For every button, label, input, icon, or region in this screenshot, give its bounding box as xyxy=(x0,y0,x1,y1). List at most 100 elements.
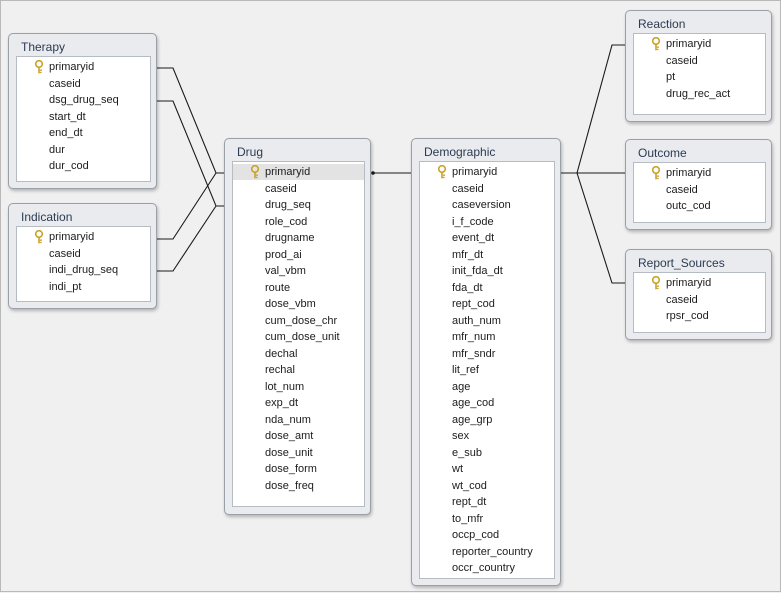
primary-key-icon xyxy=(651,36,661,51)
field-row[interactable]: drug_seq xyxy=(265,199,311,211)
field-label: primaryid xyxy=(265,166,311,178)
field-row[interactable]: rept_cod xyxy=(452,298,495,310)
primary-key-icon xyxy=(651,165,661,180)
field-row[interactable]: mfr_sndr xyxy=(452,347,496,360)
primary-key-icon xyxy=(250,164,260,179)
primary-key-icon xyxy=(651,275,661,290)
field-row[interactable]: rept_dt xyxy=(452,496,487,508)
field-row[interactable]: caseid xyxy=(452,182,484,195)
relationship-line xyxy=(557,44,633,174)
primary-key-field[interactable]: primaryid xyxy=(634,36,765,52)
field-row[interactable]: nda_num xyxy=(265,413,311,426)
field-list: primaryid caseid pt drug_rec_act xyxy=(633,33,766,115)
field-row[interactable]: lot_num xyxy=(265,380,305,393)
table-title: Reaction xyxy=(638,17,686,31)
field-row[interactable]: dechal xyxy=(265,347,298,360)
field-row[interactable]: prod_ai xyxy=(265,248,302,261)
field-row[interactable]: caseid xyxy=(666,293,698,306)
table-outcome[interactable]: Outcome primaryid caseid outc_cod xyxy=(625,139,772,230)
field-row[interactable]: sex xyxy=(452,430,470,442)
table-title: Report_Sources xyxy=(638,256,725,270)
field-row[interactable]: outc_cod xyxy=(666,200,711,212)
field-row[interactable]: age_grp xyxy=(452,413,493,426)
field-row[interactable]: dur xyxy=(49,143,65,156)
table-demographic[interactable]: Demographic primaryid caseid caseversion i_… xyxy=(411,138,561,586)
field-row[interactable]: e_sub xyxy=(452,446,482,459)
primary-key-field[interactable]: primaryid xyxy=(17,59,150,75)
field-row[interactable]: dose_vbm xyxy=(265,298,316,310)
table-reaction[interactable]: Reaction primaryid caseid pt drug_rec_act xyxy=(625,10,772,122)
field-row[interactable]: event_dt xyxy=(452,232,495,244)
field-row[interactable]: lit_ref xyxy=(452,364,479,376)
field-label: primaryid xyxy=(49,61,95,73)
relationship-line xyxy=(151,172,233,240)
field-row[interactable]: dose_freq xyxy=(265,479,314,492)
field-row[interactable]: caseid xyxy=(265,182,297,195)
field-row[interactable]: dsg_drug_seq xyxy=(49,94,119,106)
field-row[interactable]: occr_country xyxy=(452,562,515,574)
field-list: primaryid caseid caseversion i_f_code event_… xyxy=(419,161,555,579)
field-list: primaryid caseid dsg_drug_seq start_dt end_d… xyxy=(16,56,151,182)
field-row[interactable]: wt_cod xyxy=(452,479,487,492)
field-row[interactable]: pt xyxy=(666,71,676,83)
field-row[interactable]: start_dt xyxy=(49,110,86,123)
relationship-line xyxy=(151,100,233,207)
field-row[interactable]: init_fda_dt xyxy=(452,265,503,277)
field-row[interactable]: cum_dose_unit xyxy=(265,331,340,343)
primary-key-field[interactable]: primaryid xyxy=(17,229,150,245)
field-row[interactable]: occp_cod xyxy=(452,529,500,541)
field-row[interactable]: mfr_dt xyxy=(452,248,484,261)
primary-key-icon xyxy=(34,229,44,244)
field-row[interactable]: to_mfr xyxy=(452,512,484,525)
field-row[interactable]: drug_rec_act xyxy=(666,87,731,100)
field-row[interactable]: exp_dt xyxy=(265,397,299,409)
table-title: Outcome xyxy=(638,146,687,160)
field-row[interactable]: val_vbm xyxy=(265,265,306,277)
field-row[interactable]: wt xyxy=(452,463,463,475)
field-list: primaryid caseid outc_cod xyxy=(633,162,766,223)
relationship-line xyxy=(151,205,233,272)
field-row[interactable]: cum_dose_chr xyxy=(265,314,338,327)
field-label: primaryid xyxy=(666,167,712,179)
table-report-sources[interactable]: Report_Sources primaryid caseid rpsr_cod xyxy=(625,249,772,340)
field-row[interactable]: drugname xyxy=(265,232,315,244)
field-row[interactable]: dose_amt xyxy=(265,430,314,442)
field-row[interactable]: i_f_code xyxy=(452,215,494,228)
field-row[interactable]: caseid xyxy=(49,247,81,260)
primary-key-field[interactable]: primaryid xyxy=(233,164,364,180)
field-row[interactable]: dur_cod xyxy=(49,160,89,172)
field-row[interactable]: caseversion xyxy=(452,199,511,211)
primary-key-field[interactable]: primaryid xyxy=(634,275,765,291)
field-label: primaryid xyxy=(666,277,712,289)
field-label: primaryid xyxy=(452,166,498,178)
field-label: primaryid xyxy=(49,231,95,243)
field-row[interactable]: indi_drug_seq xyxy=(49,264,119,276)
field-row[interactable]: caseid xyxy=(666,183,698,196)
field-row[interactable]: reporter_country xyxy=(452,545,533,558)
primary-key-field[interactable]: primaryid xyxy=(634,165,765,181)
field-row[interactable]: rpsr_cod xyxy=(666,310,709,322)
field-row[interactable]: dose_form xyxy=(265,463,317,475)
primary-key-icon xyxy=(34,59,44,74)
field-list: primaryid caseid indi_drug_seq indi_pt xyxy=(16,226,151,302)
field-list: primaryid caseid drug_seq role_cod drugname p… xyxy=(232,161,365,507)
field-row[interactable]: role_cod xyxy=(265,215,308,228)
table-title: Demographic xyxy=(424,145,496,159)
field-row[interactable]: mfr_num xyxy=(452,331,496,343)
field-label: primaryid xyxy=(666,38,712,50)
primary-key-field[interactable]: primaryid xyxy=(420,164,554,180)
field-row[interactable]: route xyxy=(265,281,291,294)
field-row[interactable]: end_dt xyxy=(49,127,83,139)
field-row[interactable]: age xyxy=(452,380,471,393)
field-row[interactable]: indi_pt xyxy=(49,280,82,293)
field-row[interactable]: rechal xyxy=(265,364,295,376)
field-row[interactable]: dose_unit xyxy=(265,446,313,459)
field-row[interactable]: auth_num xyxy=(452,314,501,327)
field-row[interactable]: caseid xyxy=(49,77,81,90)
field-row[interactable]: fda_dt xyxy=(452,281,483,294)
field-row[interactable]: caseid xyxy=(666,54,698,67)
field-row[interactable]: age_cod xyxy=(452,397,495,409)
